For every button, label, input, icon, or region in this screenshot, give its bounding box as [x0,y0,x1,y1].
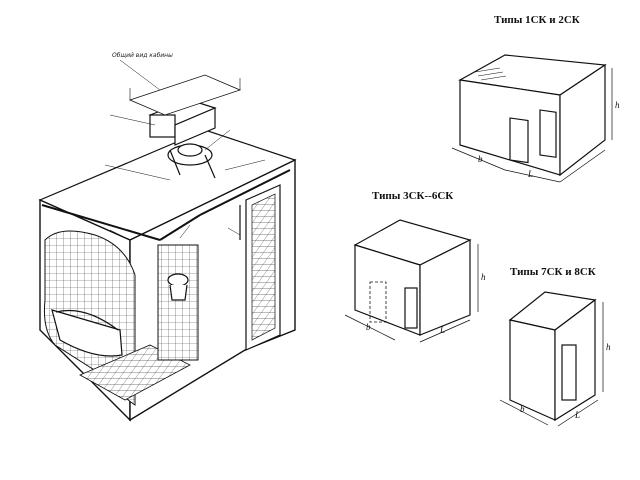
dim-L-3: L [574,410,580,420]
cabin-type-3-6-drawing [344,219,479,343]
cabin-type-1-2-drawing [451,54,613,183]
cabin-type-7-8-drawing [499,291,604,427]
general-view-label: Общий вид кабины [112,52,173,59]
dim-h-1: h [615,100,620,110]
types-3-6-title: Типы 3СК--6СК [372,190,454,202]
types-1-2-title: Типы 1СК и 2СК [494,14,580,26]
dim-b-2: b [366,322,371,332]
types-7-8-title: Типы 7СК и 8СК [510,266,596,278]
dim-b-3: b [520,404,525,414]
dim-L-2: L [439,325,445,335]
dim-L-1: L [527,169,533,179]
cabin-cutaway-drawing [38,59,297,422]
dim-b-1: b [478,154,483,164]
dim-h-2: h [481,272,486,282]
dim-h-3: h [606,342,611,352]
